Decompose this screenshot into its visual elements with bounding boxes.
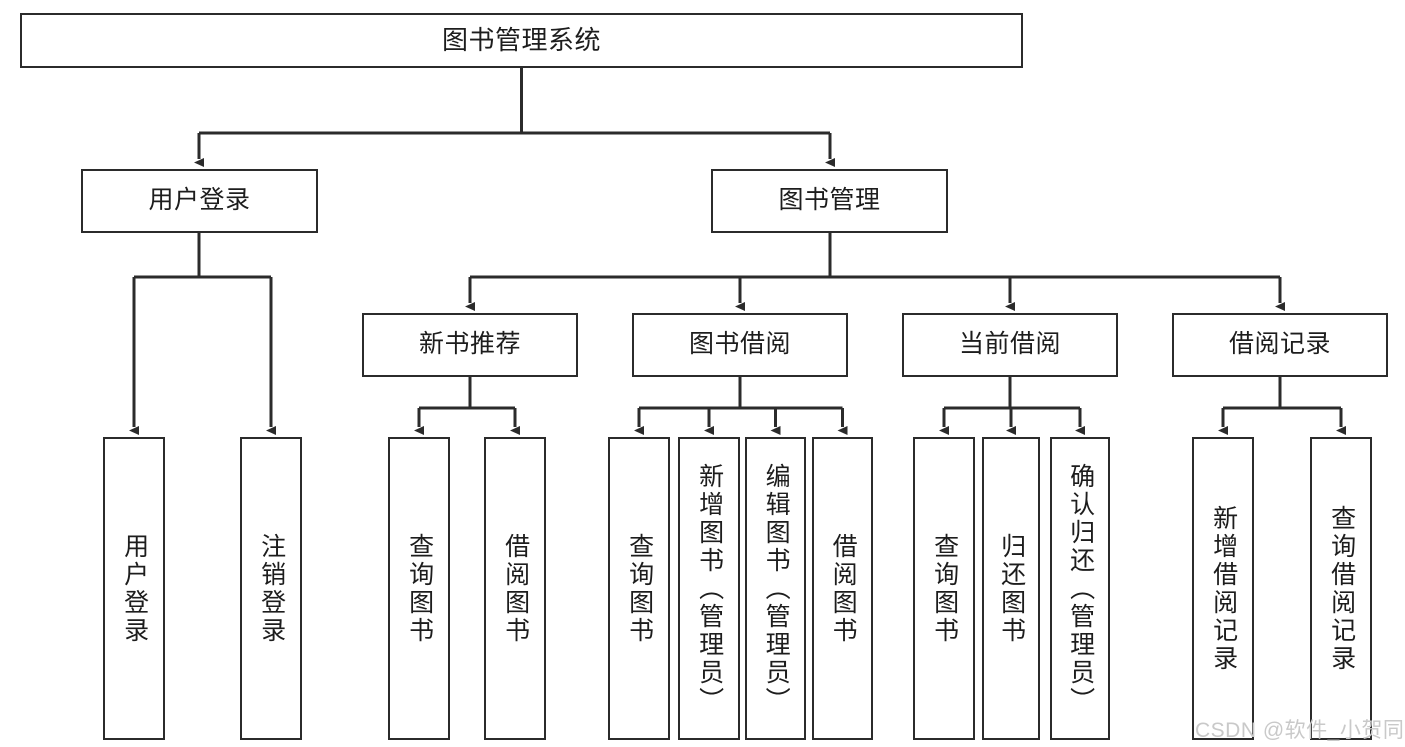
leaf-edit-book-admin[interactable]: 编辑图书（管理员） xyxy=(745,437,806,740)
node-label: 图书管理 xyxy=(778,186,881,215)
node-label: 用户登录 xyxy=(120,532,149,645)
node-label: 注销登录 xyxy=(257,532,286,645)
node-level2-current-borrow[interactable]: 当前借阅 xyxy=(902,313,1118,377)
leaf-query-book-recommend[interactable]: 查询图书 xyxy=(388,437,450,740)
node-label: 编辑图书（管理员） xyxy=(762,462,791,715)
node-label: 当前借阅 xyxy=(958,330,1061,359)
node-label: 图书管理系统 xyxy=(441,25,601,56)
leaf-return-book[interactable]: 归还图书 xyxy=(982,437,1040,740)
node-level1-user-login[interactable]: 用户登录 xyxy=(81,169,318,233)
node-label: 查询借阅记录 xyxy=(1327,504,1356,673)
node-label: 图书借阅 xyxy=(688,330,791,359)
node-level2-new-book-recommend[interactable]: 新书推荐 xyxy=(362,313,578,377)
node-label: 查询图书 xyxy=(625,532,654,645)
leaf-user-login[interactable]: 用户登录 xyxy=(103,437,165,740)
leaf-logout[interactable]: 注销登录 xyxy=(240,437,302,740)
node-label: 归还图书 xyxy=(997,532,1026,645)
node-label: 新书推荐 xyxy=(418,330,521,359)
leaf-query-book-current[interactable]: 查询图书 xyxy=(913,437,975,740)
leaf-query-book-borrow[interactable]: 查询图书 xyxy=(608,437,670,740)
node-level2-book-borrow[interactable]: 图书借阅 xyxy=(632,313,848,377)
node-label: 借阅记录 xyxy=(1228,330,1331,359)
csdn-watermark: CSDN @软件_小贺同学 xyxy=(1195,719,1405,742)
leaf-borrow-book[interactable]: 借阅图书 xyxy=(812,437,873,740)
node-label: 新增图书（管理员） xyxy=(695,462,724,715)
leaf-confirm-return-admin[interactable]: 确认归还（管理员） xyxy=(1050,437,1110,740)
node-label: 确认归还（管理员） xyxy=(1066,462,1095,715)
leaf-borrow-book-recommend[interactable]: 借阅图书 xyxy=(484,437,546,740)
node-level2-borrow-records[interactable]: 借阅记录 xyxy=(1172,313,1388,377)
node-label: 借阅图书 xyxy=(501,532,530,645)
leaf-add-borrow-record[interactable]: 新增借阅记录 xyxy=(1192,437,1254,740)
leaf-add-book-admin[interactable]: 新增图书（管理员） xyxy=(678,437,740,740)
node-label: 查询图书 xyxy=(405,532,434,645)
node-level1-book-management[interactable]: 图书管理 xyxy=(711,169,948,233)
leaf-query-borrow-record[interactable]: 查询借阅记录 xyxy=(1310,437,1372,740)
node-label: 查询图书 xyxy=(930,532,959,645)
node-label: 新增借阅记录 xyxy=(1209,504,1238,673)
node-root-system[interactable]: 图书管理系统 xyxy=(20,13,1023,68)
node-label: 用户登录 xyxy=(148,186,251,215)
node-label: 借阅图书 xyxy=(829,532,858,645)
